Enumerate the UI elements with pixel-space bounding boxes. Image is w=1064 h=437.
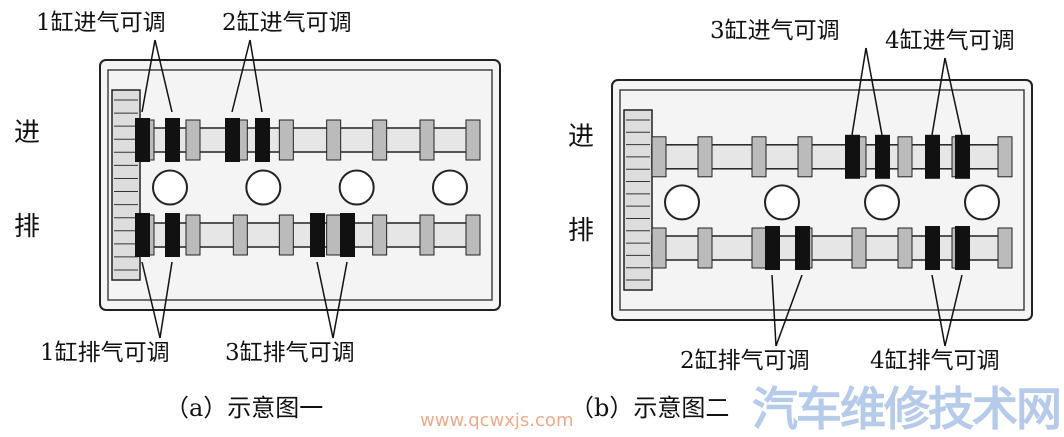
side-exhaust-a: 排: [14, 212, 41, 242]
label-intake-1: 1缸进气可调: [36, 10, 166, 36]
cam-bearing: [751, 136, 767, 178]
watermark-logo: 汽车维修技术网: [752, 382, 1062, 436]
head-inner-a: [107, 69, 493, 301]
cam-bearing: [419, 119, 435, 161]
head-inner-b: [619, 89, 1025, 311]
leader-line: [249, 39, 263, 113]
adjustable-exhaust-cam: [955, 226, 970, 270]
leader-line: [154, 39, 173, 113]
cam-bearing: [465, 119, 481, 161]
leader-line: [159, 261, 173, 339]
cam-bearing: [897, 136, 913, 178]
spark-plug-bore: [152, 169, 188, 206]
cam-bearing: [851, 227, 867, 269]
leader-line: [231, 39, 251, 113]
cam-bearing: [697, 227, 713, 269]
label-exhaust-1: 1缸排气可调: [40, 340, 170, 366]
label-intake-2: 2缸进气可调: [222, 10, 352, 36]
label-intake-4: 4缸进气可调: [885, 28, 1015, 54]
cam-bearing: [997, 136, 1013, 178]
side-exhaust-b: 排: [568, 216, 595, 246]
adjustable-intake-cam: [225, 118, 240, 162]
leader-line: [944, 57, 963, 136]
adjustable-exhaust-cam: [310, 213, 325, 257]
adjustable-exhaust-cam: [165, 213, 180, 257]
cam-bearing: [797, 136, 813, 178]
cam-bearing: [326, 214, 342, 256]
leader-line: [931, 274, 946, 347]
cam-bearing: [997, 227, 1013, 269]
timing-chain-b: [623, 109, 653, 291]
label-exhaust-4: 4缸排气可调: [870, 348, 1000, 374]
spark-plug-bore: [964, 184, 1000, 221]
cam-bearing: [897, 227, 913, 269]
adjustable-intake-cam: [165, 118, 180, 162]
adjustable-exhaust-cam: [340, 213, 355, 257]
cam-bearing: [185, 214, 201, 256]
leader-line: [865, 47, 883, 136]
cam-bearing: [651, 227, 667, 269]
adjustable-intake-cam: [135, 118, 150, 162]
watermark-url: www.qcwxjs.com: [420, 410, 574, 431]
adjustable-exhaust-cam: [135, 213, 150, 257]
cam-bearing: [278, 119, 294, 161]
cam-bearing: [185, 119, 201, 161]
adjustable-intake-cam: [875, 134, 890, 179]
label-intake-3: 3缸进气可调: [710, 18, 840, 44]
spark-plug-bore: [432, 169, 468, 206]
cam-bearing: [419, 214, 435, 256]
leader-line: [771, 274, 777, 347]
cam-bearing: [651, 136, 667, 178]
leader-line: [851, 47, 867, 136]
cam-bearing: [465, 214, 481, 256]
leader-line: [931, 57, 946, 136]
cam-bearing: [326, 119, 342, 161]
leader-line: [141, 261, 161, 339]
spark-plug-bore: [864, 184, 900, 221]
caption-a: （a）示意图一: [165, 394, 324, 422]
cam-bearing: [278, 214, 294, 256]
cam-bearing: [697, 136, 713, 178]
leader-line: [775, 274, 803, 347]
label-exhaust-2: 2缸排气可调: [680, 348, 810, 374]
leader-line: [316, 261, 334, 339]
cam-bearing: [372, 119, 388, 161]
leader-line: [141, 39, 156, 113]
adjustable-intake-cam: [845, 134, 860, 179]
adjustable-intake-cam: [925, 134, 940, 179]
leader-line: [944, 274, 963, 347]
cam-bearing: [751, 227, 767, 269]
caption-b: （b）示意图二: [570, 394, 730, 422]
adjustable-exhaust-cam: [795, 226, 810, 270]
side-intake-a: 进: [14, 118, 41, 148]
cam-bearing: [372, 214, 388, 256]
spark-plug-bore: [764, 184, 800, 221]
spark-plug-bore: [245, 169, 282, 206]
adjustable-intake-cam: [955, 134, 970, 179]
label-exhaust-3: 3缸排气可调: [225, 340, 355, 366]
adjustable-exhaust-cam: [925, 226, 940, 270]
spark-plug-bore: [664, 184, 700, 221]
side-intake-b: 进: [568, 122, 595, 152]
spark-plug-bore: [338, 169, 375, 206]
adjustable-exhaust-cam: [765, 226, 780, 270]
leader-line: [332, 261, 348, 339]
adjustable-intake-cam: [255, 118, 270, 162]
cam-bearing: [232, 214, 248, 256]
